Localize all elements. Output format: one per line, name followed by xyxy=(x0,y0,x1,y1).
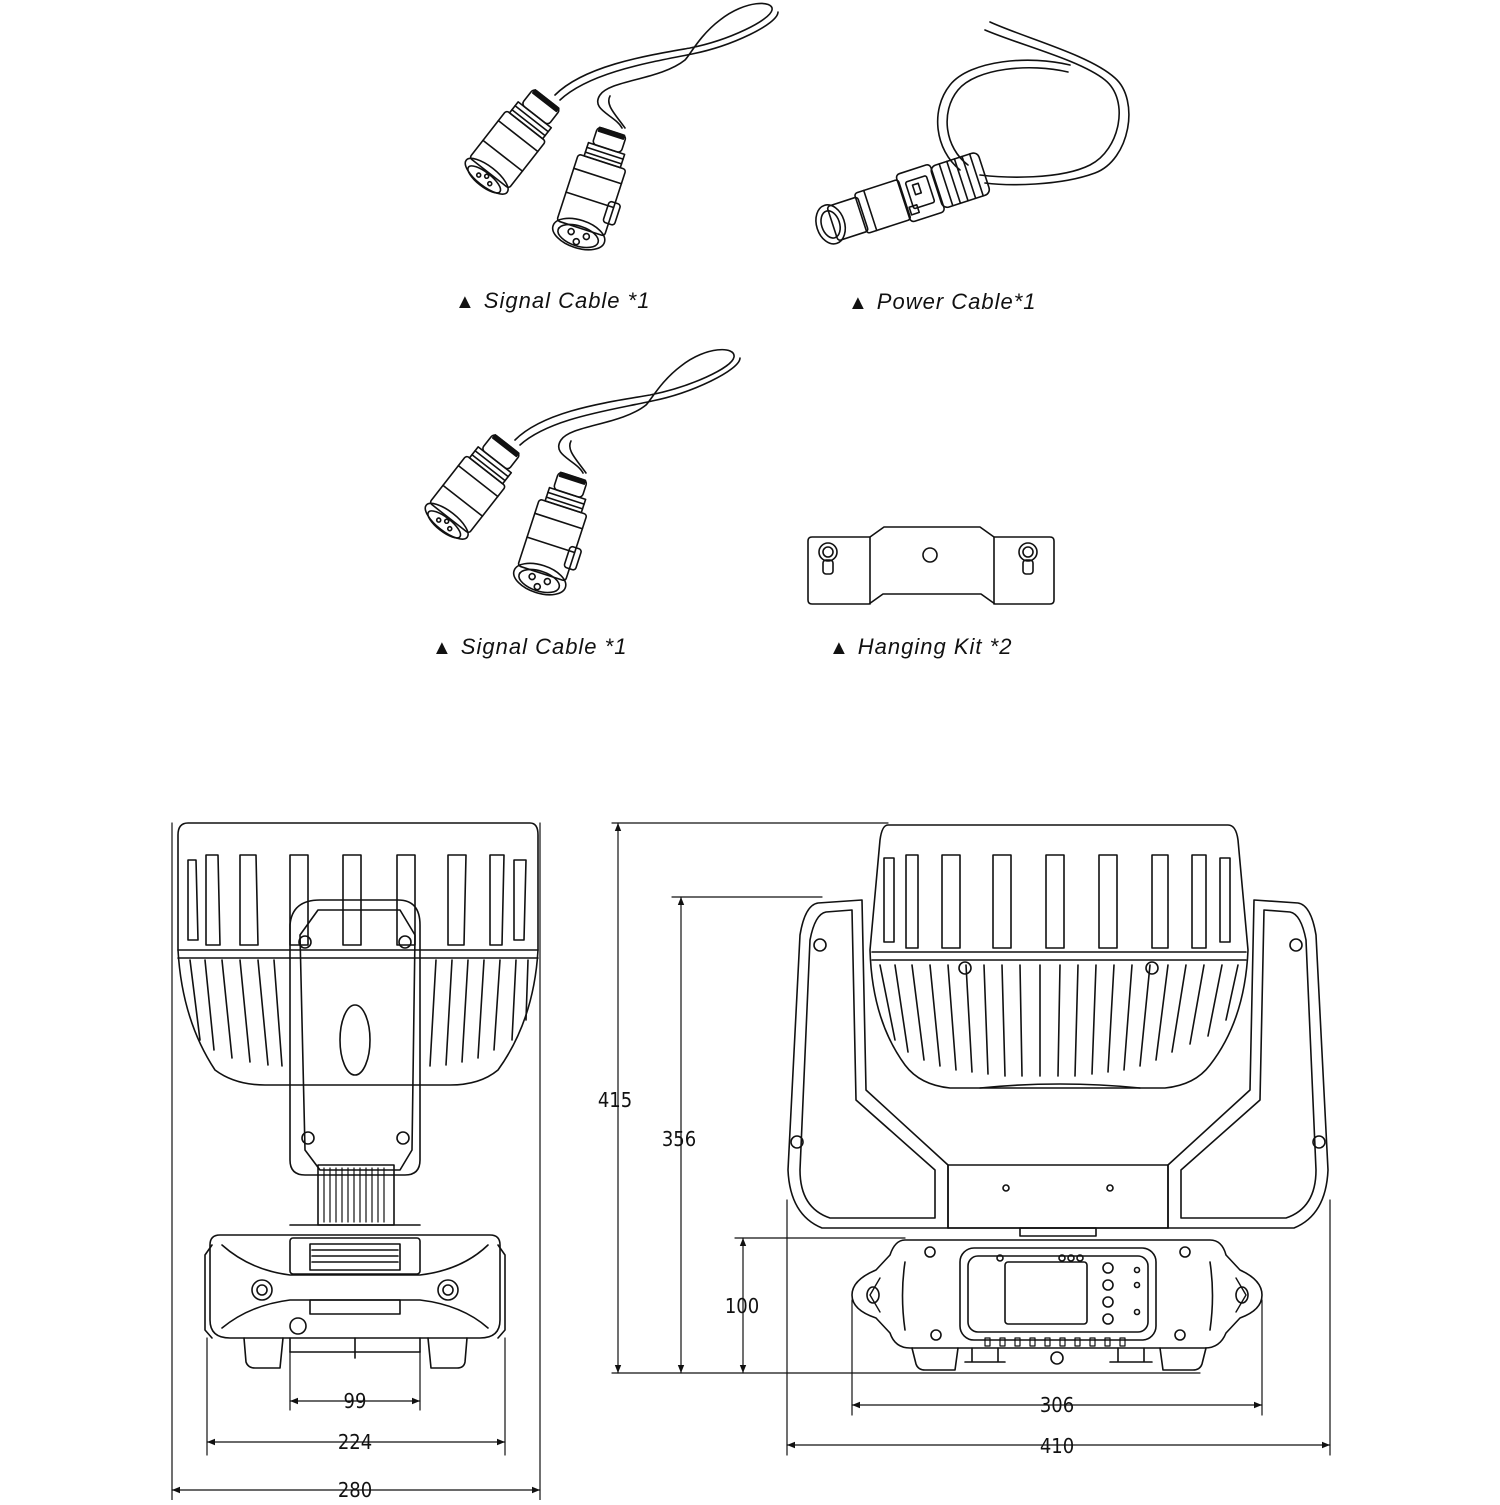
signal-cable-1-drawing xyxy=(459,3,778,257)
dimension-lines xyxy=(172,823,1330,1500)
triangle-bullet-icon: ▲ xyxy=(455,291,476,313)
front-view-drawing xyxy=(178,823,538,1368)
triangle-bullet-icon: ▲ xyxy=(829,637,850,659)
dim-side-total-width: 410 xyxy=(1040,1434,1074,1458)
dim-side-base-height: 100 xyxy=(725,1294,759,1318)
caption-signal-cable-1: ▲ Signal Cable *1 xyxy=(455,288,650,314)
dim-side-base-width: 306 xyxy=(1040,1393,1074,1417)
caption-power-cable: ▲ Power Cable*1 xyxy=(848,289,1037,315)
dimension-labels: 99 224 280 415 356 100 306 410 xyxy=(338,1088,1074,1502)
signal-cable-2-drawing xyxy=(419,350,740,602)
side-view-drawing xyxy=(788,825,1328,1370)
hanging-kit-drawing xyxy=(808,527,1054,604)
dim-front-total-width: 280 xyxy=(338,1478,372,1500)
caption-label: Signal Cable *1 xyxy=(460,634,628,659)
caption-signal-cable-2: ▲ Signal Cable *1 xyxy=(432,634,627,660)
triangle-bullet-icon: ▲ xyxy=(848,292,869,314)
power-cable-drawing xyxy=(809,22,1129,251)
dim-side-yoke-height: 356 xyxy=(662,1127,696,1151)
dim-side-total-height: 415 xyxy=(598,1088,632,1112)
caption-label: Power Cable*1 xyxy=(876,289,1037,314)
triangle-bullet-icon: ▲ xyxy=(432,637,453,659)
caption-hanging-kit: ▲ Hanging Kit *2 xyxy=(829,634,1012,660)
caption-label: Hanging Kit *2 xyxy=(857,634,1013,659)
caption-label: Signal Cable *1 xyxy=(483,288,651,313)
dim-front-base-inner: 99 xyxy=(344,1389,367,1413)
dim-front-base-outer: 224 xyxy=(338,1430,372,1454)
